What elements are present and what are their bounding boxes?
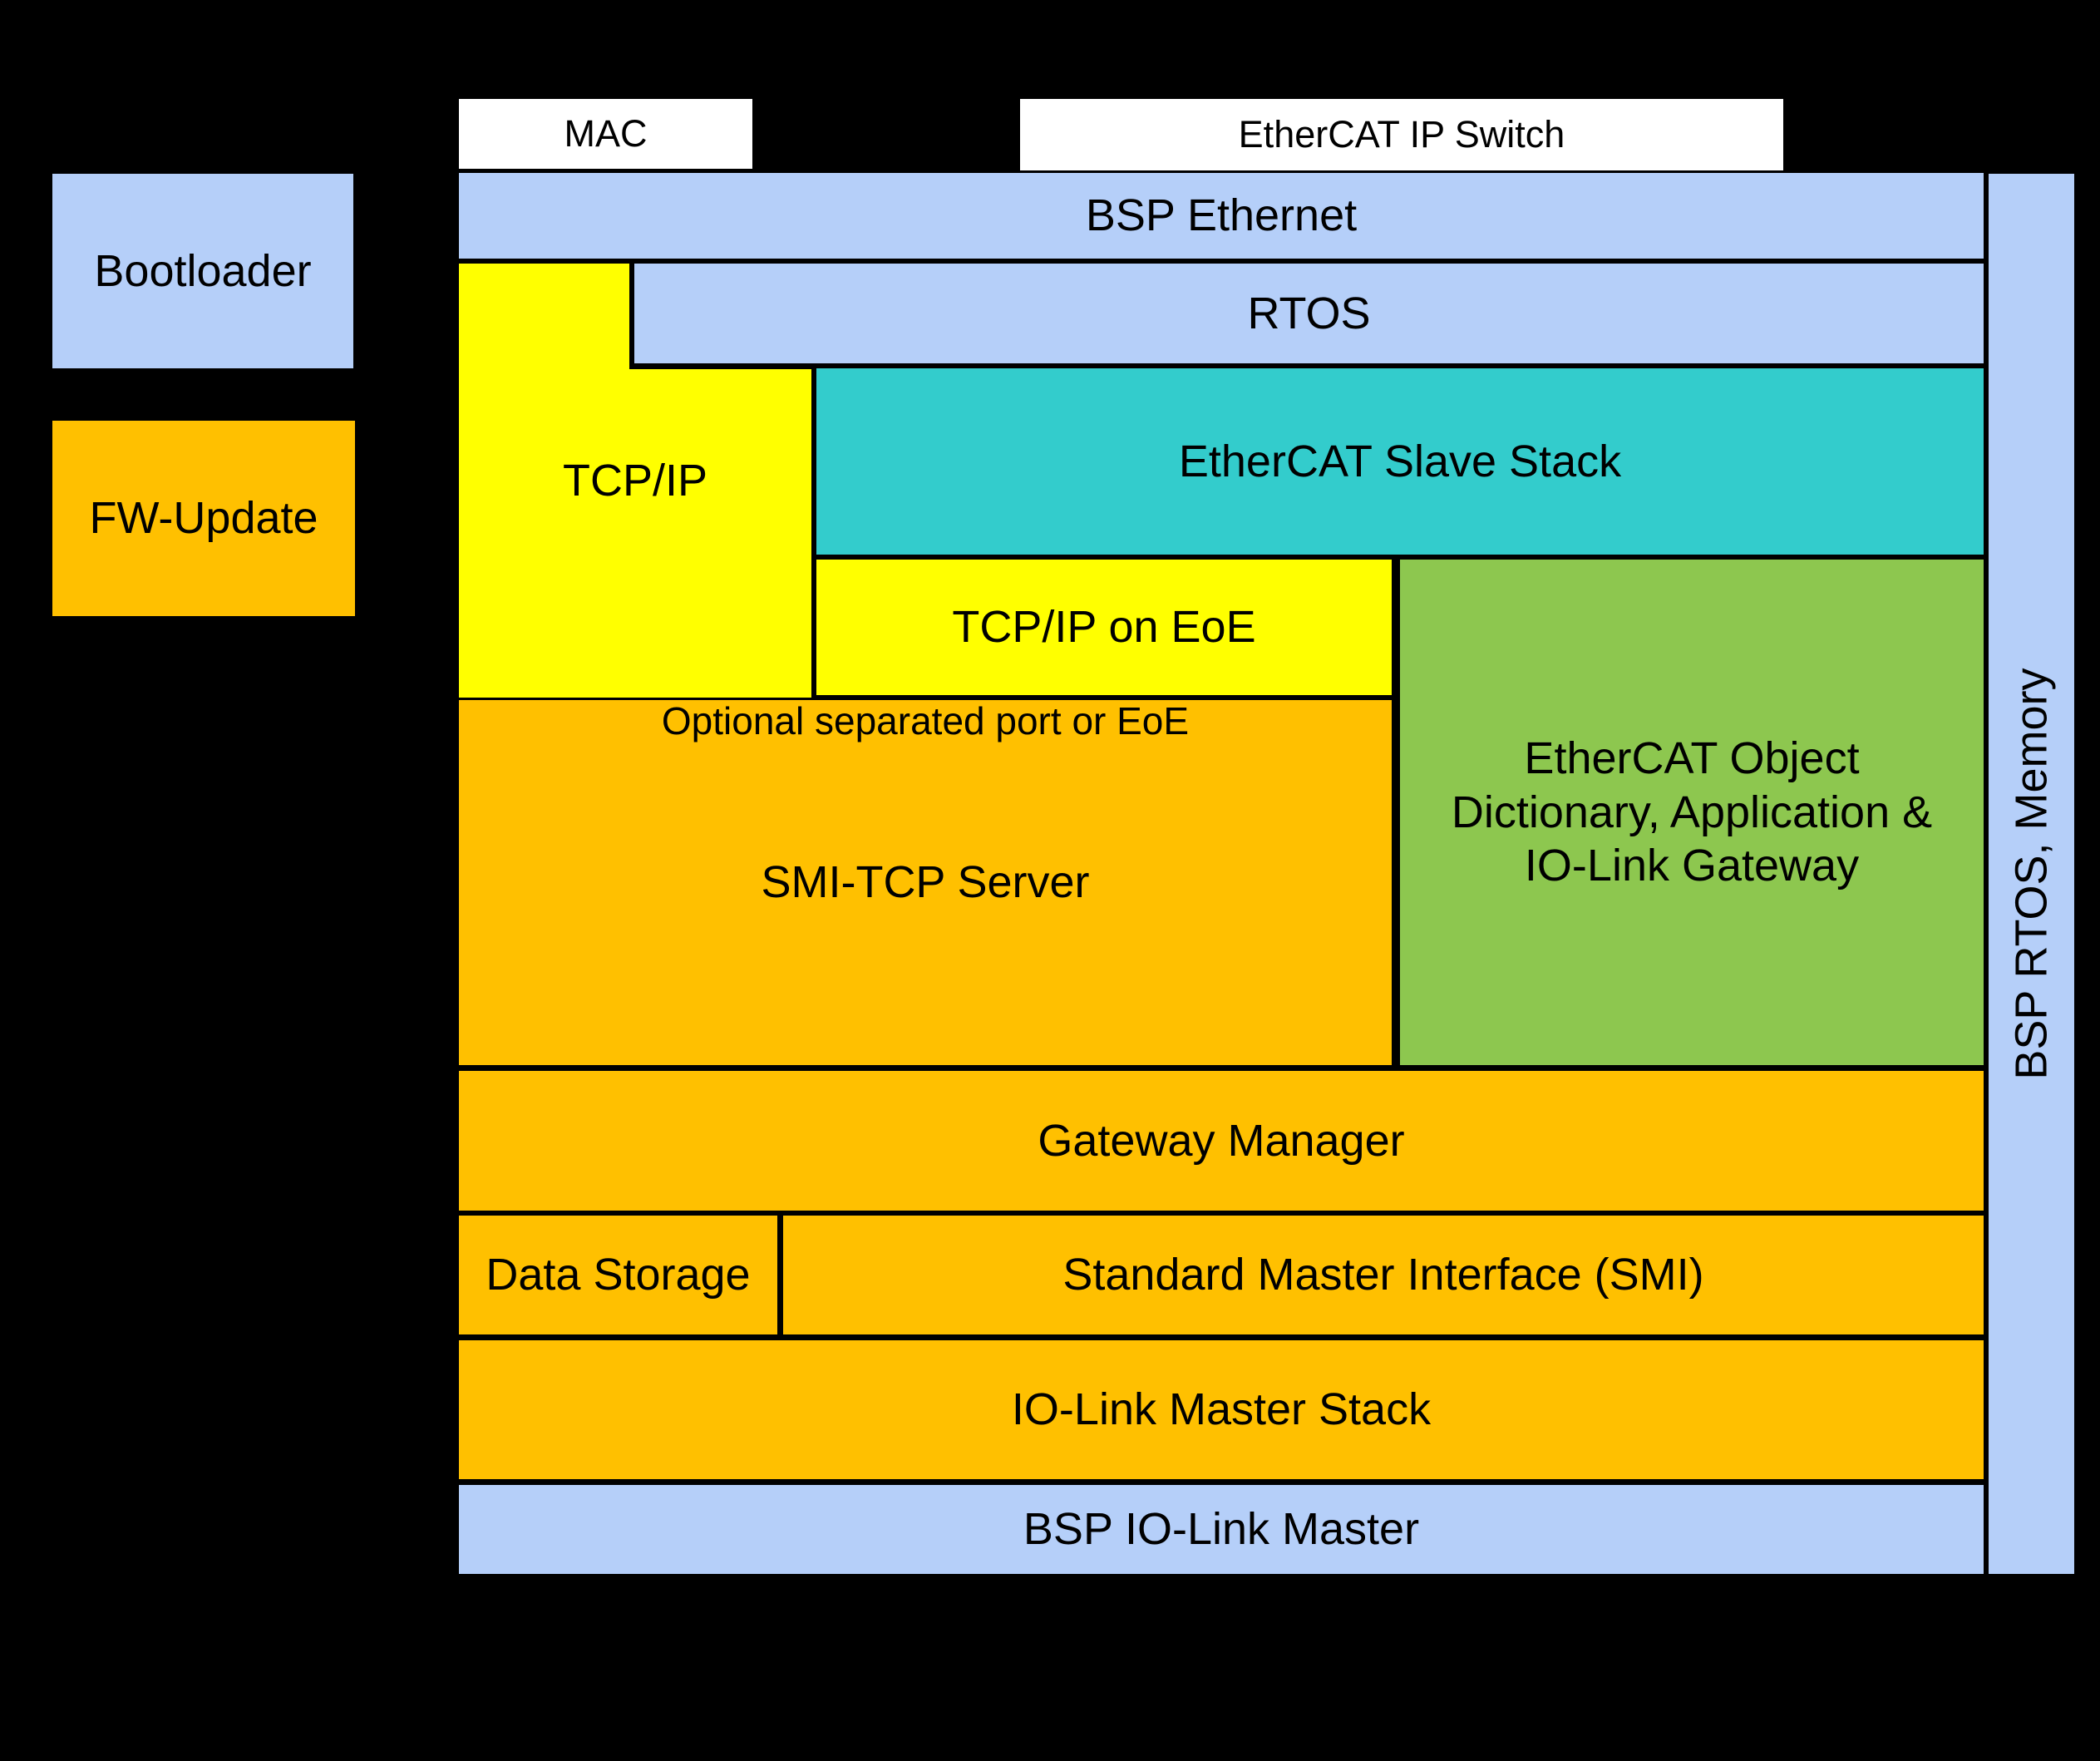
block-mac: MAC — [459, 99, 752, 169]
block-standard-master-interface: Standard Master Interface (SMI) — [783, 1216, 1984, 1334]
bsp-rtos-memory-label: BSP RTOS, Memory — [2006, 668, 2057, 1080]
optional-port-note: Optional separated port or EoE — [661, 699, 1190, 742]
block-tcp-ip-upper — [459, 264, 629, 369]
ethercat-object-dictionary-line2: Dictionary, Application & — [1451, 787, 1933, 837]
block-rtos: RTOS — [634, 264, 1984, 363]
block-ethercat-object-dictionary: EtherCAT Object Dictionary, Application … — [1400, 560, 1984, 1065]
block-ethercat-slave-stack: EtherCAT Slave Stack — [816, 368, 1984, 555]
block-gateway-manager: Gateway Manager — [459, 1071, 1984, 1211]
block-bsp-rtos-memory: BSP RTOS, Memory — [1989, 174, 2074, 1574]
ethercat-object-dictionary-line3: IO-Link Gateway — [1524, 841, 1860, 891]
block-fw-update: FW-Update — [52, 421, 355, 616]
block-data-storage: Data Storage — [459, 1216, 777, 1334]
block-bootloader: Bootloader — [52, 174, 353, 368]
block-smi-tcp-server: Optional separated port or EoE SMI-TCP S… — [459, 700, 1392, 1065]
block-bsp-ethernet: BSP Ethernet — [459, 173, 1984, 259]
block-tcp-ip-lower — [459, 369, 811, 698]
block-ethercat-ip-switch: EtherCAT IP Switch — [1020, 99, 1783, 170]
ethercat-object-dictionary-line1: EtherCAT Object — [1524, 733, 1860, 783]
smi-tcp-server-label: SMI-TCP Server — [761, 857, 1090, 908]
block-io-link-master-stack: IO-Link Master Stack — [459, 1340, 1984, 1479]
block-bsp-io-link-master: BSP IO-Link Master — [459, 1485, 1984, 1574]
block-tcp-ip-on-eoe: TCP/IP on EoE — [816, 560, 1392, 695]
